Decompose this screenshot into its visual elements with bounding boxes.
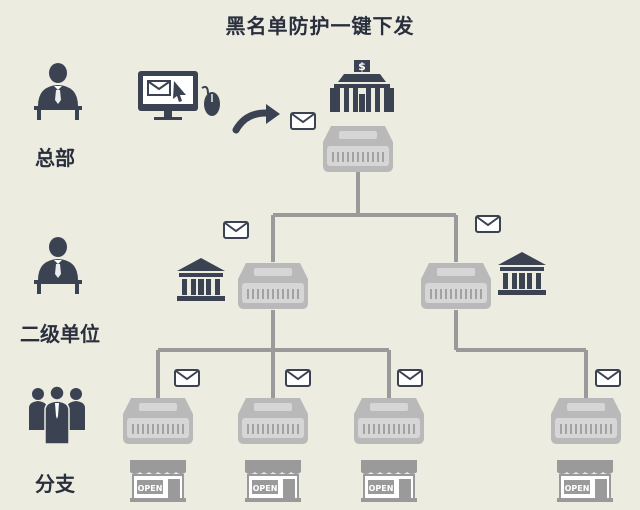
svg-text:OPEN: OPEN xyxy=(253,484,278,493)
envelope-icon-branch-3 xyxy=(397,369,423,387)
hq-building-icon: $ xyxy=(330,60,394,112)
envelope-icon-right xyxy=(475,215,501,233)
store-icon-2: OPEN xyxy=(244,459,302,503)
group-icon xyxy=(29,385,85,445)
envelope-icon-branch-4 xyxy=(595,369,621,387)
envelope-icon-branch-1 xyxy=(174,369,200,387)
hq-businessman-icon xyxy=(34,63,82,120)
diagram-title: 黑名单防护一键下发 xyxy=(225,14,415,38)
gateway-device-branch-4 xyxy=(550,397,622,445)
gateway-device-branch-1 xyxy=(122,397,194,445)
store-icon-1: OPEN xyxy=(129,459,187,503)
store-icon-3: OPEN xyxy=(360,459,418,503)
gateway-device-secondary-right xyxy=(420,262,492,310)
gateway-device-branch-3 xyxy=(353,397,425,445)
store-icon-4: OPEN xyxy=(556,459,614,503)
svg-text:OPEN: OPEN xyxy=(138,484,163,493)
gateway-device-hq xyxy=(322,125,394,173)
envelope-icon-hq xyxy=(290,112,316,130)
gateway-device-secondary-left xyxy=(237,262,309,310)
svg-text:$: $ xyxy=(358,60,366,73)
mouse-icon xyxy=(201,85,220,116)
computer-mail-icon xyxy=(138,71,198,120)
bank-icon-right xyxy=(498,252,546,295)
secondary-businessman-icon xyxy=(34,237,82,294)
envelope-icon-left xyxy=(223,221,249,239)
svg-text:OPEN: OPEN xyxy=(369,484,394,493)
gateway-device-branch-2 xyxy=(237,397,309,445)
tier-label-branch: 分支 xyxy=(35,472,75,496)
svg-text:OPEN: OPEN xyxy=(565,484,590,493)
tier-label-secondary: 二级单位 xyxy=(20,322,100,346)
envelope-icon-branch-2 xyxy=(285,369,311,387)
bank-icon-left xyxy=(177,258,225,301)
send-arrow-icon xyxy=(232,104,280,134)
tier-label-hq: 总部 xyxy=(35,146,75,170)
connection-lines xyxy=(156,170,588,398)
